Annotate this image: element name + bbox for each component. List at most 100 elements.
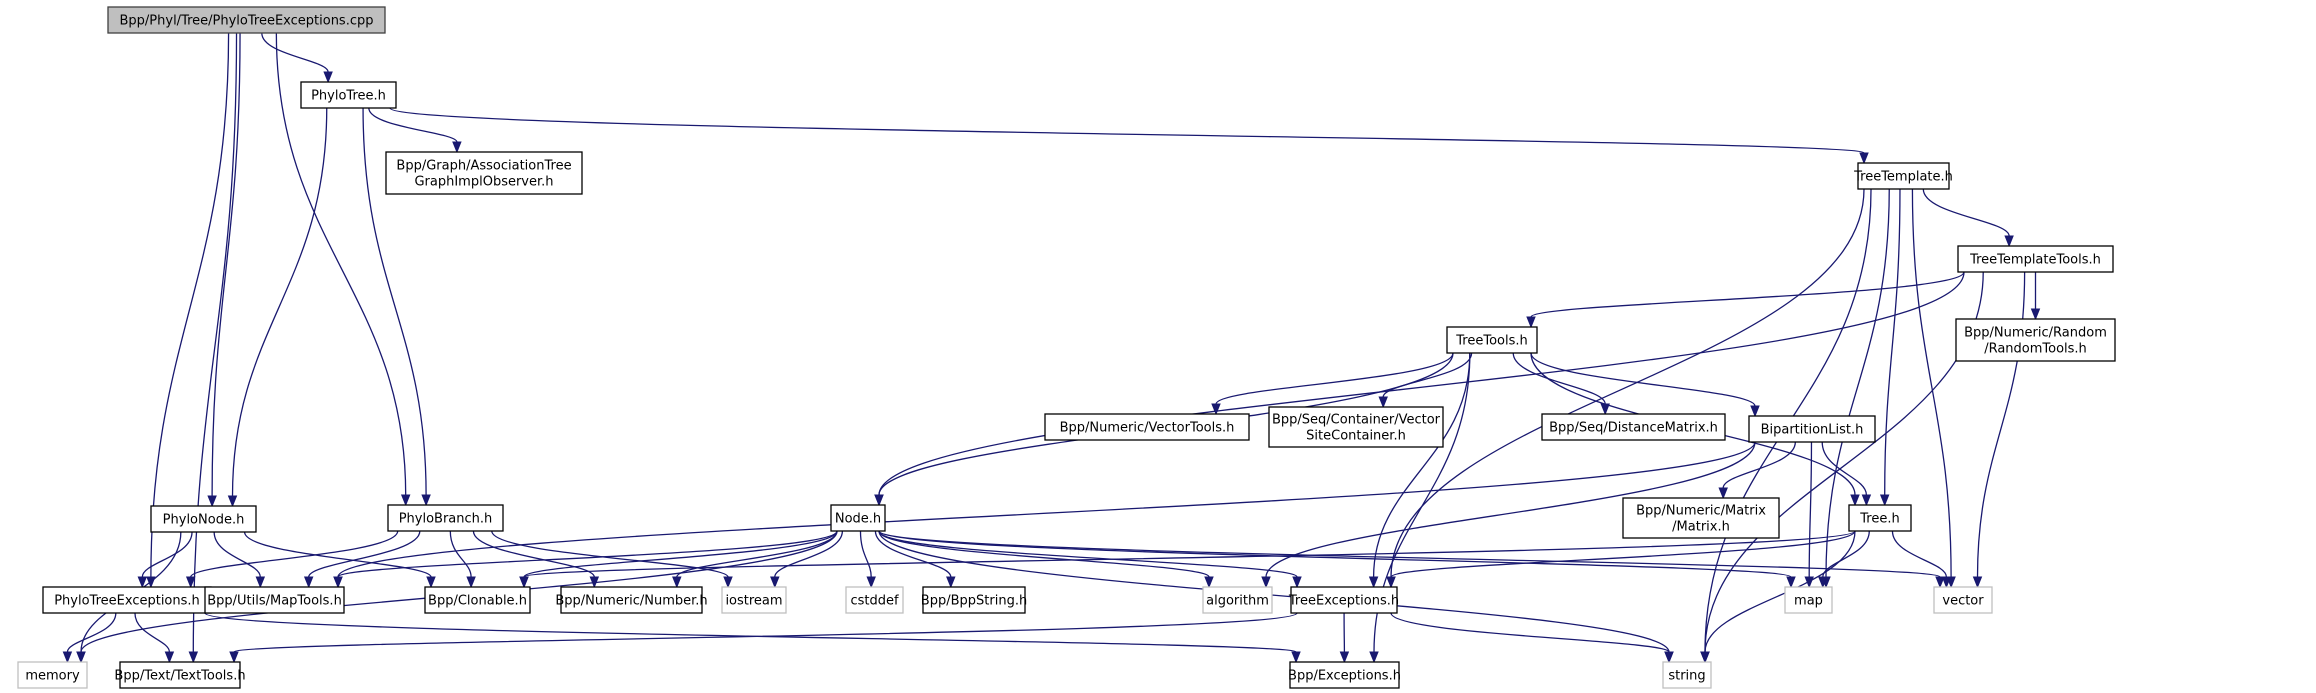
edge-phylonode-to-clonable (243, 531, 436, 589)
node-assoc[interactable]: Bpp/Graph/AssociationTreeGraphImplObserv… (385, 151, 583, 195)
edge-line (1530, 271, 1965, 318)
edge-treeexc-to-exceptions (1339, 612, 1350, 664)
node-root[interactable]: Bpp/Phyl/Tree/PhyloTreeExceptions.cpp (107, 6, 386, 34)
arrowhead-icon (672, 576, 682, 589)
edge-treeexc-to-string (1390, 612, 1674, 664)
arrowhead-icon (1378, 396, 1388, 409)
node-label: Bpp/Seq/Container/Vector (1272, 413, 1441, 428)
edge-line (878, 530, 1670, 653)
arrowhead-icon (426, 576, 436, 589)
edge-node-to-cstddef (859, 530, 876, 589)
arrowhead-icon (1861, 494, 1872, 507)
edge-line (337, 441, 1756, 578)
edge-node-to-treeexc (878, 530, 1302, 589)
node-tree[interactable]: Tree.h (1848, 504, 1912, 532)
node-randomtools[interactable]: Bpp/Numeric/Random/RandomTools.h (1955, 318, 2116, 362)
edge-line (1884, 188, 1901, 496)
node-texttools[interactable]: Bpp/Text/TextTools.h (114, 661, 246, 689)
node-phylonode[interactable]: PhyloNode.h (150, 505, 257, 533)
edge-node-to-number (672, 530, 838, 589)
arrowhead-icon (164, 651, 175, 664)
edge-layer (62, 32, 2041, 664)
arrowhead-icon (1700, 651, 1710, 664)
node-phylobranch[interactable]: PhyloBranch.h (387, 504, 504, 532)
node-maptools[interactable]: Bpp/Utils/MapTools.h (204, 586, 345, 614)
arrowhead-icon (1818, 576, 1828, 589)
node-box (107, 6, 386, 34)
node-box (845, 586, 904, 614)
edge-phylotree-to-phylonode (227, 107, 328, 508)
node-clonable[interactable]: Bpp/Clonable.h (424, 586, 531, 614)
arrowhead-icon (255, 576, 266, 589)
node-label: BipartitionList.h (1761, 423, 1864, 438)
edge-line (141, 531, 193, 578)
node-vectortools[interactable]: Bpp/Numeric/VectorTools.h (1044, 413, 1250, 441)
node-box (1784, 586, 1833, 614)
arrowhead-icon (1750, 405, 1760, 418)
node-treetemplatetools[interactable]: TreeTemplateTools.h (1957, 245, 2114, 273)
edge-root-to-texttools (188, 32, 238, 664)
node-box (1202, 586, 1273, 614)
edge-phylotree-to-assoc (368, 107, 462, 154)
node-label: cstddef (850, 594, 899, 609)
node-label: Bpp/BppString.h (921, 594, 1027, 609)
edge-treetools-to-treeexc (1368, 352, 1471, 589)
arrowhead-icon (1972, 576, 1983, 589)
node-box (150, 505, 257, 533)
edge-treetools-to-biplist (1530, 352, 1760, 418)
arrowhead-icon (188, 651, 199, 664)
node-treetools[interactable]: TreeTools.h (1446, 326, 1538, 354)
node-phylotreeexc[interactable]: PhyloTreeExceptions.h (42, 586, 212, 614)
arrowhead-icon (1291, 651, 1301, 664)
edge-node-to-algorithm (878, 530, 1214, 589)
edge-line (150, 32, 230, 578)
arrowhead-icon (1526, 316, 1536, 329)
edge-node-to-bppstring (874, 530, 956, 589)
edge-line (362, 107, 427, 496)
arrowhead-icon (333, 576, 343, 589)
node-label: PhyloTreeExceptions.h (54, 594, 200, 609)
edge-line (874, 530, 952, 578)
arrowhead-icon (1369, 651, 1379, 664)
edge-biplist-to-map (1804, 441, 1814, 589)
node-treetemplate[interactable]: TreeTemplate.h (1853, 162, 1953, 190)
arrowhead-icon (1292, 576, 1302, 589)
edge-treetemplate-to-tree (1879, 188, 1901, 507)
arrowhead-icon (1941, 576, 1952, 589)
node-box (830, 504, 886, 532)
node-phylotree[interactable]: PhyloTree.h (300, 81, 397, 109)
edge-line (308, 530, 421, 578)
node-box (1955, 318, 2116, 362)
node-box (1541, 413, 1726, 441)
node-box (42, 586, 212, 614)
edge-line (192, 32, 238, 653)
edge-line (1382, 352, 1473, 398)
node-node[interactable]: Node.h (830, 504, 886, 532)
edge-line (449, 530, 472, 578)
edge-treetemplatetools-to-treetools (1526, 271, 1965, 329)
node-biplist[interactable]: BipartitionList.h (1748, 415, 1876, 443)
arrowhead-icon (207, 495, 217, 508)
node-vector: vector (1933, 586, 1993, 614)
node-box (1857, 162, 1950, 190)
edge-phylotreeexc-to-exceptions (204, 612, 1301, 664)
node-number[interactable]: Bpp/Numeric/Number.h (555, 586, 708, 614)
edge-line (1821, 441, 1868, 496)
node-matrix[interactable]: Bpp/Numeric/Matrix/Matrix.h (1622, 497, 1780, 539)
node-treeexc[interactable]: TreeExceptions.h (1288, 586, 1399, 614)
node-box (17, 661, 88, 689)
node-distmat[interactable]: Bpp/Seq/DistanceMatrix.h (1541, 413, 1726, 441)
arrowhead-icon (1718, 487, 1728, 500)
edge-line (134, 612, 171, 653)
node-box (1290, 586, 1398, 614)
edge-node-to-vector (878, 530, 1945, 589)
node-label: Tree.h (1859, 512, 1899, 527)
node-box (1044, 413, 1250, 441)
node-exceptions[interactable]: Bpp/Exceptions.h (1288, 661, 1401, 689)
node-box (1268, 406, 1444, 448)
arrowhead-icon (1879, 494, 1890, 507)
node-bppstring[interactable]: Bpp/BppString.h (921, 586, 1027, 614)
node-label: Bpp/Text/TextTools.h (114, 669, 245, 684)
